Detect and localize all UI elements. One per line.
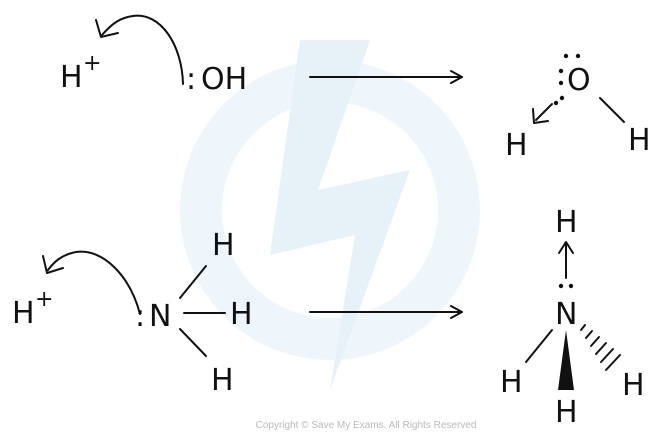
lone-pair-dot — [558, 80, 564, 86]
ammonia-hydrogen-bottom: H — [211, 363, 234, 398]
ammonia-nitrogen: N — [149, 299, 171, 334]
curly-arrow-1-head — [95, 19, 119, 38]
watermark-logo-icon — [180, 40, 480, 390]
bond-electron-dot — [558, 283, 564, 289]
ammonia-hydrogen-right: H — [230, 297, 253, 332]
water-hydrogen-right: H — [628, 123, 651, 158]
dative-bond-arrow-head — [532, 108, 549, 124]
water-hydrogen-left: H — [505, 128, 528, 163]
ammonium-hydrogen-right: H — [622, 368, 645, 403]
covalent-bond — [525, 329, 553, 363]
curly-arrow-1 — [101, 14, 184, 85]
ammonia-hydrogen-top: H — [212, 228, 235, 263]
dative-bond-arrow — [535, 103, 553, 121]
proton-charge: + — [83, 51, 101, 76]
lone-pair-dot — [575, 53, 581, 59]
proton-h-symbol: H — [12, 296, 35, 331]
curly-arrow-2-head — [42, 255, 64, 274]
bond-electron-dot — [568, 283, 574, 289]
covalent-bond — [599, 97, 625, 123]
ammonium-nitrogen: N — [555, 297, 577, 332]
ammonium-product: H N H H H — [500, 205, 645, 430]
bond-electron-dot — [553, 100, 559, 106]
reaction-1: H + : OH O H H — [60, 14, 651, 163]
water-oxygen: O — [567, 63, 591, 98]
proton-h-symbol: H — [60, 60, 83, 95]
hashed-bond — [580, 324, 621, 371]
covalent-bond — [179, 328, 207, 357]
dative-bond-arrow-head — [558, 241, 574, 254]
ammonium-hydrogen-left: H — [500, 365, 523, 400]
reaction-2: H + : N H H H H N H H — [12, 205, 645, 430]
covalent-bond — [179, 265, 207, 299]
ammonium-hydrogen-bottom: H — [555, 395, 578, 430]
lone-pair-dot — [558, 68, 564, 74]
ammonia-lone-pair: : — [135, 299, 145, 334]
hydroxide-lone-pair: : — [186, 62, 196, 97]
hydroxide-formula: OH — [201, 62, 247, 97]
proton-charge: + — [35, 287, 53, 312]
bond-electron-dot — [559, 95, 565, 101]
lone-pair-dot — [563, 53, 569, 59]
copyright-notice: Copyright © Save My Exams. All Rights Re… — [256, 420, 477, 431]
wedge-bond — [558, 330, 574, 390]
curly-arrow-2 — [47, 250, 141, 315]
water-product: O H H — [505, 53, 651, 163]
ammonium-hydrogen-top: H — [555, 205, 578, 240]
